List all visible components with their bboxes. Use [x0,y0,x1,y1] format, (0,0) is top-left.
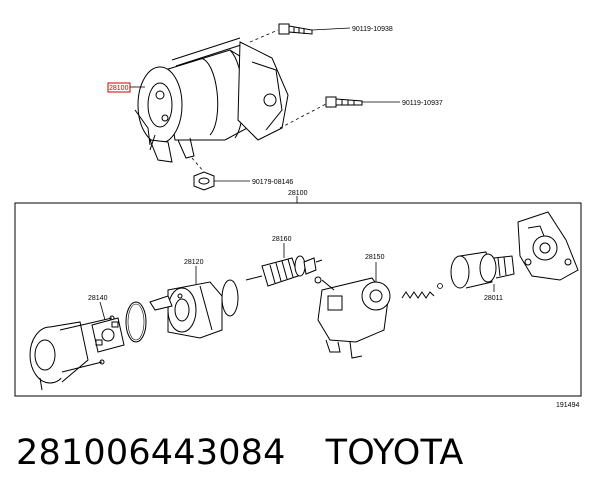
main-part-highlight-box [107,82,131,93]
top-screw-dashline [249,29,279,43]
o-ring-right [221,279,239,317]
end-cover-drawing [29,315,115,391]
callout-solenoid: 28150 [365,254,385,261]
callout-brush-holder: 28140 [88,295,108,302]
brush-holder-leader [99,301,106,321]
callout-assembly-header: 28100 [288,190,308,197]
spring-drawing [401,291,435,299]
top-screw-drawing [278,23,313,35]
callout-main-part: 28100 [109,85,129,92]
exploded-view-frame [14,202,582,397]
bottom-nut-drawing [193,171,215,191]
o-ring-left [125,301,147,343]
o-ring-left-inner [127,303,145,341]
callout-bottom-nut: 90179-08146 [252,179,293,186]
callout-field-frame: 28120 [184,259,204,266]
part-caption: 281006443084 TOYOTA [16,433,463,473]
callout-side-screw: 90119-10937 [402,100,443,107]
side-screw-drawing [325,96,363,108]
bottom-nut-dashline [191,157,205,173]
top-screw-leader [311,27,351,31]
figure-id: 191494 [556,402,579,409]
brush-plate-drawing [91,317,125,353]
solenoid-drawing [314,276,391,359]
clutch-drawing [450,251,515,289]
callout-top-screw: 90119-10938 [352,26,393,33]
callout-clutch: 28011 [484,295,503,302]
drive-end-housing-drawing [517,211,579,281]
part-number: 281006443084 [16,433,286,473]
ball-bearing [437,283,443,289]
callout-armature: 28160 [272,236,292,243]
armature-drawing [245,255,323,287]
brand-name: TOYOTA [325,433,464,473]
field-frame-drawing [149,281,223,339]
side-screw-dashline [279,103,327,129]
starter-assembly-drawing [134,37,289,163]
